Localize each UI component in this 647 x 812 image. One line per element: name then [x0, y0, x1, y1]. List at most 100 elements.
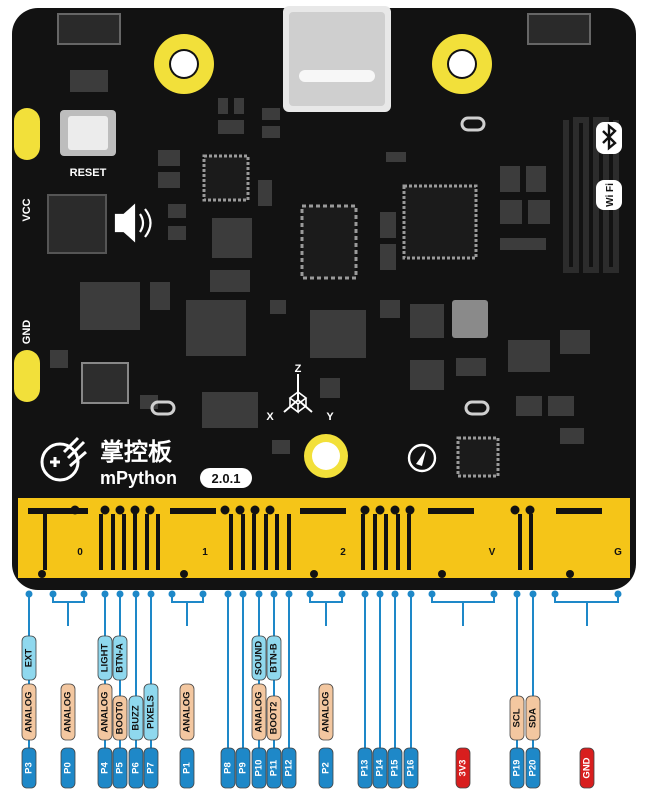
- svg-text:3V3: 3V3: [458, 760, 469, 777]
- edge-pad-1-label: 1: [202, 547, 208, 558]
- wifi-icon: Wi Fi: [596, 180, 622, 210]
- svg-text:P9: P9: [238, 762, 249, 774]
- pin-p0-fn-analog: ANALOG: [60, 683, 76, 741]
- smd-components: [50, 70, 590, 454]
- pin-label-p2: P2: [318, 747, 334, 789]
- gnd-label: GND: [21, 320, 33, 345]
- mounting-hole-left: [154, 34, 214, 94]
- edge-pad-g-label: G: [614, 547, 622, 558]
- svg-text:P8: P8: [223, 762, 234, 774]
- pin-label-p8: P8: [220, 747, 236, 789]
- edge-details: [28, 505, 602, 578]
- sensor-chip: [456, 436, 500, 478]
- touch-pad-center-inner: [312, 442, 340, 470]
- version-badge: [200, 468, 252, 488]
- svg-text:BTN-B: BTN-B: [269, 643, 280, 673]
- svg-text:P0: P0: [63, 762, 74, 774]
- pin-p4-fn-light: LIGHT: [97, 635, 113, 681]
- svg-text:P3: P3: [24, 762, 35, 774]
- pin-label-p15: P15: [387, 747, 403, 789]
- regulator-chip: [81, 362, 129, 404]
- pin-label-p4: P4: [97, 747, 113, 789]
- antenna-trace: [563, 117, 619, 273]
- pin-label-p10: P10: [251, 747, 267, 789]
- svg-text:BOOT2: BOOT2: [269, 702, 280, 735]
- pin-label-3v3: 3V3: [455, 747, 471, 789]
- main-chip: [402, 184, 478, 260]
- pin-p7-fn-pixels: PIXELS: [143, 683, 159, 741]
- svg-text:P7: P7: [146, 762, 157, 774]
- svg-text:Wi Fi: Wi Fi: [605, 183, 616, 207]
- brand-logo: [40, 436, 87, 482]
- pin-p4-fn-analog: ANALOG: [97, 683, 113, 741]
- pin-label-p6: P6: [128, 747, 144, 789]
- svg-text:P15: P15: [390, 759, 401, 777]
- pin-label-p19: P19: [509, 747, 525, 789]
- svg-text:ANALOG: ANALOG: [63, 691, 74, 732]
- svg-text:P14: P14: [375, 759, 386, 777]
- svg-text:SDA: SDA: [528, 708, 539, 728]
- pin-label-gnd: GND: [579, 747, 595, 789]
- svg-text:ANALOG: ANALOG: [254, 691, 265, 732]
- pin-label-p9: P9: [235, 747, 251, 789]
- svg-text:P12: P12: [284, 760, 295, 777]
- pin-label-p5: P5: [112, 747, 128, 789]
- top-left-connector: [57, 13, 121, 45]
- axis-y-label: Y: [326, 411, 334, 423]
- pin-p11-fn-boot2: BOOT2: [266, 695, 282, 741]
- pin-p10-fn-sound: SOUND: [251, 635, 267, 681]
- pin-labels: P3ANALOGEXTP0ANALOGP4ANALOGLIGHTP5BOOT0B…: [21, 635, 595, 789]
- svg-text:P2: P2: [321, 762, 332, 774]
- pin-p2-fn-analog: ANALOG: [318, 683, 334, 741]
- pin-p6-fn-buzz: BUZZ: [128, 695, 144, 741]
- usb-c-connector: [283, 6, 391, 112]
- speaker-icon: [114, 203, 152, 243]
- svg-text:P4: P4: [100, 761, 111, 773]
- version-label: 2.0.1: [212, 471, 241, 486]
- svg-text:EXT: EXT: [24, 649, 35, 668]
- svg-text:ANALOG: ANALOG: [24, 691, 35, 732]
- pin-p1-fn-analog: ANALOG: [179, 683, 195, 741]
- edge-pad-0-label: 0: [77, 547, 83, 558]
- buzzer: [47, 194, 107, 254]
- svg-text:BTN-A: BTN-A: [115, 643, 126, 673]
- svg-text:P19: P19: [512, 760, 523, 777]
- svg-text:SOUND: SOUND: [254, 641, 265, 675]
- edge-pad-labels: 0 1 2 V G: [77, 547, 622, 558]
- reset-label: RESET: [70, 167, 107, 179]
- pin-label-p13: P13: [357, 747, 373, 789]
- svg-text:P10: P10: [254, 760, 265, 777]
- mcu-chip-small: [202, 154, 250, 202]
- pin-p11-fn-btn-b: BTN-B: [266, 635, 282, 681]
- pin-p3-fn-ext: EXT: [21, 635, 37, 681]
- svg-text:P16: P16: [406, 760, 417, 777]
- svg-text:P20: P20: [528, 760, 539, 777]
- pin-label-p7: P7: [143, 747, 159, 789]
- oval-pads: [150, 116, 490, 416]
- bluetooth-icon: [596, 122, 622, 154]
- svg-text:PIXELS: PIXELS: [146, 695, 157, 729]
- flash-chip: [300, 204, 358, 280]
- pin-label-p12: P12: [281, 747, 297, 789]
- svg-text:P6: P6: [131, 762, 142, 774]
- svg-text:P11: P11: [269, 759, 280, 776]
- svg-text:P5: P5: [115, 761, 126, 773]
- vcc-pad: [14, 108, 40, 160]
- svg-text:ANALOG: ANALOG: [182, 691, 193, 732]
- svg-text:SCL: SCL: [512, 708, 523, 727]
- pin-label-p14: P14: [372, 747, 388, 789]
- top-right-connector: [527, 13, 591, 45]
- svg-text:P1: P1: [182, 761, 193, 773]
- pin-p5-fn-btn-a: BTN-A: [112, 635, 128, 681]
- pin-wires: [25, 590, 622, 760]
- svg-text:ANALOG: ANALOG: [321, 691, 332, 732]
- pin-label-p16: P16: [403, 747, 419, 789]
- svg-text:ANALOG: ANALOG: [100, 691, 111, 732]
- pin-label-p3: P3: [21, 747, 37, 789]
- svg-text:GND: GND: [582, 757, 593, 778]
- pin-p10-fn-analog: ANALOG: [251, 683, 267, 741]
- accelerometer-chip: [320, 378, 340, 398]
- svg-text:BUZZ: BUZZ: [131, 705, 142, 731]
- pin-p19-fn-scl: SCL: [509, 695, 525, 741]
